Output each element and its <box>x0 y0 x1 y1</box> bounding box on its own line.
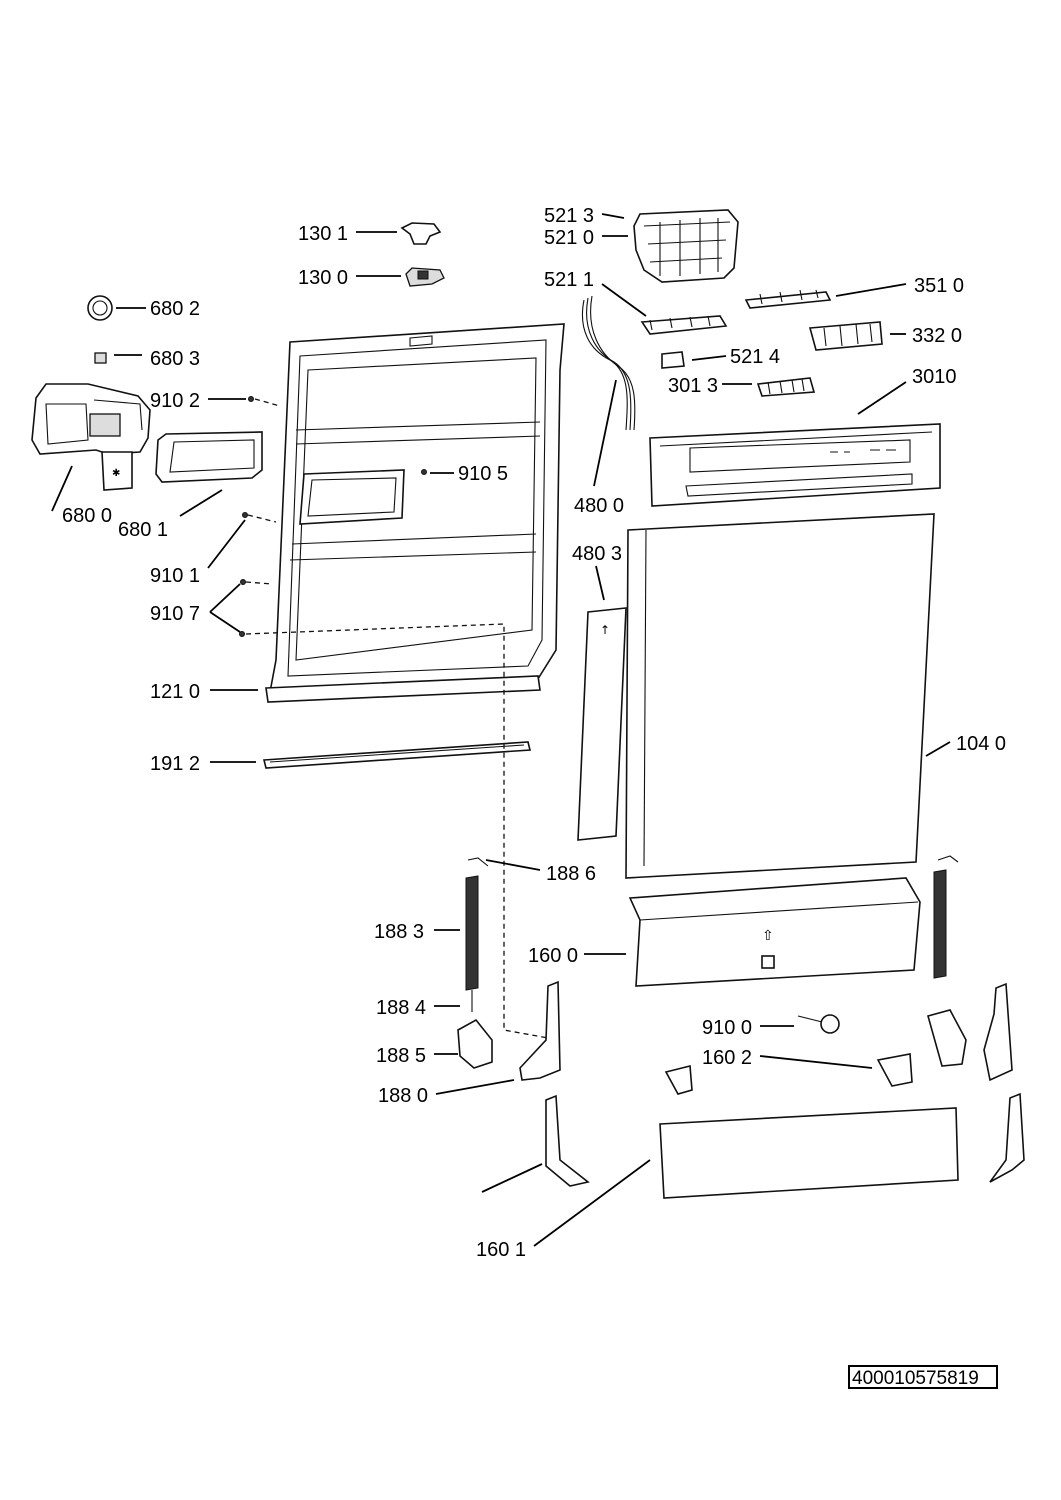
label-351-0: 351 0 <box>914 275 964 297</box>
label-480-0: 480 0 <box>574 495 624 517</box>
label-910-7: 910 7 <box>150 603 200 625</box>
screw-markers <box>239 396 427 637</box>
svg-text:↑: ↑ <box>600 623 610 637</box>
label-480-3: 480 3 <box>572 543 622 565</box>
part-160-0-bracket: ⇧ <box>628 877 921 987</box>
label-521-0: 521 0 <box>544 227 594 249</box>
part-680-1-gasket <box>155 431 263 483</box>
label-104-0: 104 0 <box>956 733 1006 755</box>
part-521-4 <box>661 351 685 369</box>
label-910-5: 910 5 <box>458 463 508 485</box>
part-188-0-hinge-left <box>519 980 561 1081</box>
document-number-text: 400010575819 <box>852 1368 979 1389</box>
label-521-3: 521 3 <box>544 205 594 227</box>
label-521-4: 521 4 <box>730 346 780 368</box>
part-130-0 <box>405 267 445 287</box>
label-160-0: 160 0 <box>528 945 578 967</box>
svg-text:⇧: ⇧ <box>762 928 774 944</box>
part-3010-control-panel <box>649 423 941 507</box>
part-160-1-toekick <box>659 1107 959 1199</box>
part-910-0-key <box>797 1014 840 1034</box>
part-480-3-strip: ↑ <box>577 607 627 841</box>
label-130-0: 130 0 <box>298 267 348 289</box>
label-188-4: 188 4 <box>376 997 426 1019</box>
part-labels: 130 1 130 0 680 2 680 3 910 2 680 0 680 … <box>62 205 1006 1261</box>
label-521-1: 521 1 <box>544 269 594 291</box>
label-910-0: 910 0 <box>702 1017 752 1039</box>
label-680-2: 680 2 <box>150 298 200 320</box>
part-188-spring-right <box>927 855 1013 1082</box>
leader-lines <box>51 213 951 1247</box>
label-188-6: 188 6 <box>546 863 596 885</box>
part-521-1-board <box>640 315 728 335</box>
label-191-2: 191 2 <box>150 753 200 775</box>
part-680-3 <box>94 352 107 364</box>
label-910-1: 910 1 <box>150 565 200 587</box>
dashed-guides <box>245 398 549 1039</box>
part-480-0-wires <box>582 295 636 431</box>
document-number: 400010575819 <box>848 1365 998 1389</box>
part-680-2-ring <box>87 295 113 321</box>
svg-text:✱: ✱ <box>112 468 120 479</box>
part-160-1-side-pieces <box>545 1092 1025 1187</box>
part-121-0-inner-door <box>265 323 565 703</box>
label-3010: 3010 <box>912 366 957 388</box>
part-351-0-rail <box>744 289 832 309</box>
part-680-0-dispenser: ✱ <box>31 383 151 491</box>
label-188-3: 188 3 <box>374 921 424 943</box>
part-188-spring-left <box>457 857 493 1069</box>
label-121-0: 121 0 <box>150 681 200 703</box>
part-130-1 <box>400 222 442 245</box>
part-104-0-outer-door <box>625 513 935 879</box>
label-680-0: 680 0 <box>62 505 112 527</box>
part-332-0 <box>808 321 883 351</box>
label-160-2: 160 2 <box>702 1047 752 1069</box>
label-680-3: 680 3 <box>150 348 200 370</box>
part-160-2-brackets <box>664 1053 913 1095</box>
part-521-0-module <box>633 209 739 283</box>
part-191-2-strip <box>262 741 532 769</box>
label-188-5: 188 5 <box>376 1045 426 1067</box>
label-680-1: 680 1 <box>118 519 168 541</box>
label-160-1: 160 1 <box>476 1239 526 1261</box>
part-301-3-buttons <box>756 377 816 397</box>
label-910-2: 910 2 <box>150 390 200 412</box>
label-301-3: 301 3 <box>668 375 718 397</box>
label-332-0: 332 0 <box>912 325 962 347</box>
label-188-0: 188 0 <box>378 1085 428 1107</box>
label-130-1: 130 1 <box>298 223 348 245</box>
